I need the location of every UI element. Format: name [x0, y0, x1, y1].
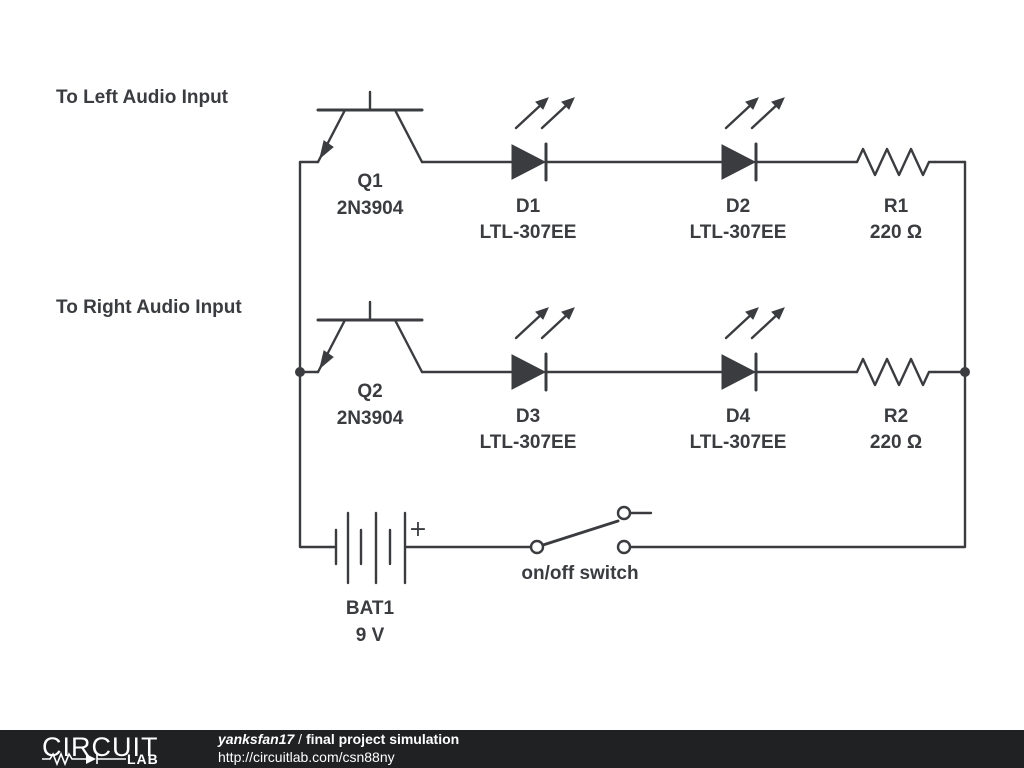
led-d2-symbol	[721, 97, 785, 182]
led-d3-symbol	[511, 307, 575, 392]
footer-bar	[0, 730, 1024, 768]
junction-dot-left	[295, 367, 305, 377]
left-audio-input-label: To Left Audio Input	[56, 87, 229, 108]
led-d1-symbol	[511, 97, 575, 182]
junction-dot-right	[960, 367, 970, 377]
circuitlab-logo-sub: LAB	[127, 751, 159, 767]
d4-value: LTL-307EE	[690, 432, 787, 453]
project-title: final project simulation	[305, 731, 460, 747]
switch-label: on/off switch	[521, 563, 638, 584]
q1-value: 2N3904	[337, 198, 404, 219]
q2-value: 2N3904	[337, 408, 404, 429]
wiring	[298, 160, 967, 549]
d3-value: LTL-307EE	[480, 432, 577, 453]
battery-bat1-symbol	[328, 511, 407, 585]
project-url-link[interactable]: http://circuitlab.com/csn88ny	[218, 749, 395, 765]
battery-plus-sign: +	[409, 517, 427, 542]
switch-symbol[interactable]	[529, 505, 653, 555]
transistor-q1-symbol	[316, 90, 424, 164]
bat1-ref: BAT1	[346, 598, 395, 619]
q1-ref: Q1	[357, 171, 383, 192]
d2-ref: D2	[726, 196, 750, 217]
resistor-r1-symbol	[855, 147, 937, 177]
author-link[interactable]: yanksfan17	[218, 731, 295, 747]
transistor-q2-symbol	[316, 300, 424, 374]
r2-value: 220 Ω	[870, 432, 922, 453]
d1-ref: D1	[516, 196, 541, 217]
d2-value: LTL-307EE	[690, 222, 787, 243]
footer-author-line: yanksfan17 / final project simulation	[218, 731, 459, 748]
d4-ref: D4	[726, 406, 751, 427]
q2-ref: Q2	[357, 381, 382, 402]
circuit-schematic: + To Left Audio Input To Right Audio Inp…	[56, 87, 970, 646]
separator: /	[294, 731, 306, 747]
logo-circuit-icon	[42, 752, 126, 766]
bat1-value: 9 V	[356, 625, 385, 646]
led-d4-symbol	[721, 307, 785, 392]
d3-ref: D3	[516, 406, 540, 427]
d1-value: LTL-307EE	[480, 222, 577, 243]
right-audio-input-label: To Right Audio Input	[56, 297, 242, 318]
r1-ref: R1	[884, 196, 909, 217]
resistor-r2-symbol	[855, 357, 937, 387]
r2-ref: R2	[884, 406, 908, 427]
r1-value: 220 Ω	[870, 222, 922, 243]
